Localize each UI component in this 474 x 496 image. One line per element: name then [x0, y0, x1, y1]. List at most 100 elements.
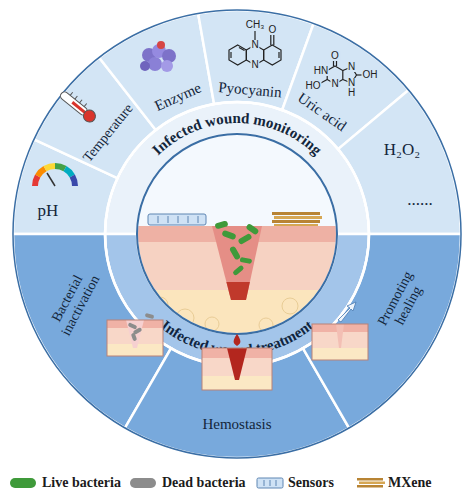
- thermometer-icon: [70, 92, 73, 95]
- segment-shape: [303, 234, 461, 428]
- monitor-segment: H₂O₂......: [336, 88, 463, 236]
- bacterial-inactivation-picture: [107, 320, 163, 328]
- enzyme-protein: [148, 57, 162, 71]
- bacterial-inactivation-picture: [107, 344, 163, 356]
- pyocyanin-structure: [270, 34, 271, 45]
- ph-gauge: [55, 166, 65, 169]
- enzyme-protein: [152, 44, 166, 58]
- ph-gauge: [72, 176, 75, 186]
- segment-outline: [336, 88, 463, 236]
- wound-illustration: [152, 297, 168, 313]
- band-title: Infected wound treatment: [158, 317, 316, 358]
- pyocyanin-structure: [278, 52, 279, 58]
- sensor-icon: [270, 480, 271, 486]
- enzyme-protein: [140, 61, 150, 71]
- atom-label: HO: [305, 81, 322, 91]
- promoting-healing-picture: [338, 302, 356, 322]
- wound-illustration: [272, 212, 320, 215]
- promoting-healing-picture: [312, 332, 368, 348]
- treatment-segment: Promoting healing: [301, 232, 463, 430]
- wound-illustration: [259, 318, 273, 332]
- legend-label: Sensors: [288, 475, 334, 491]
- wound-illustration: [130, 242, 344, 290]
- wound-illustration: [158, 216, 159, 223]
- atom-label: N: [330, 79, 339, 89]
- wound-illustration: [226, 282, 250, 300]
- pyocyanin-structure: [230, 52, 231, 58]
- wound-illustration: [212, 226, 262, 300]
- promoting-healing-picture: [336, 324, 344, 348]
- wound-illustration: [168, 216, 169, 223]
- thermometer-icon: [75, 96, 78, 99]
- bacterial-inactivation-picture: [145, 313, 155, 319]
- pyocyanin-structure: [229, 45, 246, 65]
- segment-outline: [301, 232, 463, 430]
- ph-gauge: [47, 173, 55, 186]
- promoting-healing-picture: [312, 324, 368, 332]
- atom-label: HN: [313, 66, 329, 76]
- thermometer-icon: [58, 87, 99, 124]
- ph-gauge: [45, 166, 55, 169]
- bacterial-inactivation-picture: [107, 313, 163, 356]
- thermometer-icon: [81, 108, 98, 125]
- wound-illustration: [178, 216, 179, 223]
- wound-illustration: [130, 226, 344, 242]
- mxene-icon: [357, 485, 383, 488]
- bacterial-inactivation-picture: [128, 322, 138, 329]
- wound-illustration: [148, 214, 206, 225]
- ph-gauge: [65, 169, 72, 176]
- segment-label: pH: [38, 202, 59, 221]
- hemostasis-picture: [227, 348, 247, 380]
- thermometer-icon: [84, 104, 87, 107]
- sensor-icon: [264, 480, 265, 486]
- pyocyanin-structure: [264, 45, 281, 65]
- wound-illustration: [240, 257, 253, 264]
- enzyme-protein: [142, 48, 156, 62]
- atom-label: N: [347, 62, 356, 72]
- thermometer-icon: [80, 100, 83, 103]
- mxene-icon: [359, 482, 385, 485]
- mxene-icon: [356, 475, 386, 491]
- thermometer-icon: [59, 90, 89, 116]
- hemostasis-picture: [234, 334, 241, 346]
- segment-label: Hemostasis: [202, 416, 271, 433]
- atom-label: N: [250, 60, 259, 70]
- sensor-icon: [256, 475, 286, 491]
- wound-illustration: [305, 309, 323, 327]
- hemostasis-picture: [202, 334, 272, 390]
- hemostasis-picture: [202, 358, 272, 376]
- hemostasis-picture: [202, 348, 272, 390]
- legend-label: Dead bacteria: [162, 475, 246, 491]
- pyocyanin-structure: [239, 48, 245, 51]
- ph-gauge: [35, 176, 38, 186]
- segment-label: H₂O₂: [384, 141, 420, 160]
- outer-ring: [13, 10, 461, 458]
- wound-illustration: [232, 265, 244, 277]
- wound-illustration: [274, 216, 322, 219]
- wound-illustration: [130, 130, 344, 340]
- hemostasis-picture: [202, 348, 272, 358]
- atom-label: O: [330, 51, 340, 61]
- wound-illustration: [282, 298, 298, 314]
- bacterial-inactivation-picture: [133, 327, 143, 335]
- center-outline: [137, 134, 337, 334]
- band-title: Infected wound treatment: [158, 317, 316, 358]
- segment-label: ......: [407, 191, 433, 210]
- legend-label: MXene: [388, 475, 432, 491]
- legend-swatch: [10, 478, 36, 488]
- enzyme-protein: [162, 49, 176, 63]
- sensor-icon: [276, 480, 277, 486]
- promoting-healing-picture: [312, 302, 368, 360]
- mxene-icon: [357, 478, 383, 481]
- atom-label: H: [347, 88, 356, 98]
- hemostasis-picture: [202, 376, 272, 390]
- wound-illustration: [274, 224, 318, 226]
- wound-illustration: [198, 216, 199, 223]
- wound-illustration: [272, 220, 320, 223]
- atom-label: N: [250, 40, 259, 50]
- wound-illustration: [237, 233, 252, 245]
- enzyme-protein: [140, 41, 176, 72]
- promoting-healing-picture: [312, 324, 368, 360]
- atom-label: OH: [362, 70, 379, 80]
